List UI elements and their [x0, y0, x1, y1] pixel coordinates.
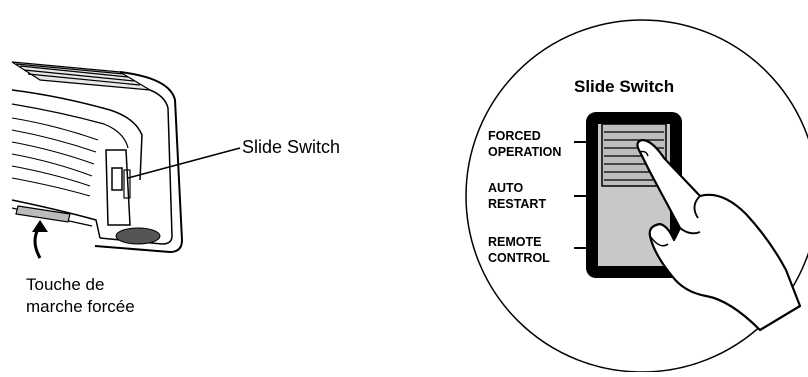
vent-oval — [115, 227, 161, 245]
label-auto-line2: RESTART — [488, 197, 546, 211]
label-auto-line1: AUTO — [488, 181, 523, 195]
label-forced-line2: OPERATION — [488, 145, 561, 159]
label-remote-line1: REMOTE — [488, 235, 541, 249]
label-forced-line1: FORCED — [488, 129, 541, 143]
unit-casing — [94, 71, 184, 254]
top-grille — [11, 61, 151, 91]
front-louvers — [11, 117, 99, 197]
curved-up-arrow-icon — [32, 220, 48, 259]
indoor-unit-illustration — [11, 61, 184, 254]
label-remote-line2: CONTROL — [488, 251, 550, 265]
switch-recess — [105, 149, 131, 226]
forced-button-caption-line2: marche forcée — [26, 297, 135, 316]
pointing-hand-icon — [636, 138, 802, 332]
forced-button-caption-line1: Touche de — [26, 275, 104, 294]
forced-operation-button — [15, 205, 71, 223]
callout-leader-line — [127, 147, 241, 179]
slide-switch-callout: Slide Switch — [242, 137, 340, 157]
detail-title: Slide Switch — [574, 77, 674, 96]
